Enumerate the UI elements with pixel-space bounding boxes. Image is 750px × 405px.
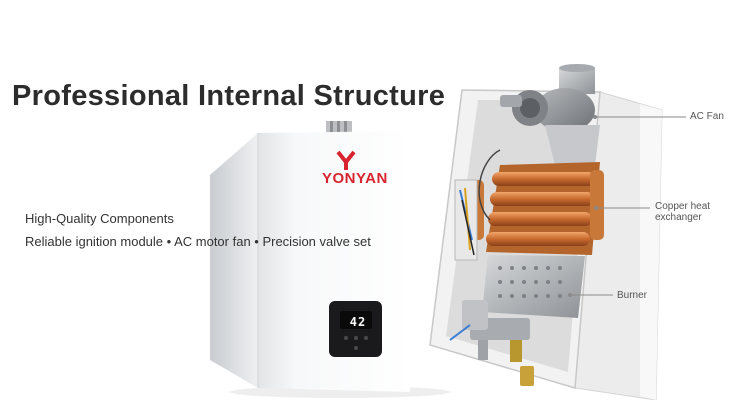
callout-heat-exchanger: Copper heat exchanger (655, 201, 711, 223)
features-list: Reliable ignition module • AC motor fan … (25, 234, 371, 249)
cutaway-heater (429, 64, 663, 401)
copper-heat-exchanger (470, 162, 604, 255)
features-title: High-Quality Components (25, 211, 174, 226)
brand-name: YONYAN (322, 170, 388, 187)
display-reading: 42 (349, 315, 367, 329)
callout-lines (568, 115, 686, 297)
ac-fan (500, 88, 600, 165)
headline: Professional Internal Structure (12, 80, 446, 112)
callout-burner: Burner (617, 290, 648, 301)
burner (482, 255, 585, 318)
callout-ac-fan: AC Fan (690, 111, 724, 122)
yonyan-logo-icon (336, 150, 356, 170)
valve-set (449, 300, 534, 386)
closed-heater (210, 121, 450, 398)
